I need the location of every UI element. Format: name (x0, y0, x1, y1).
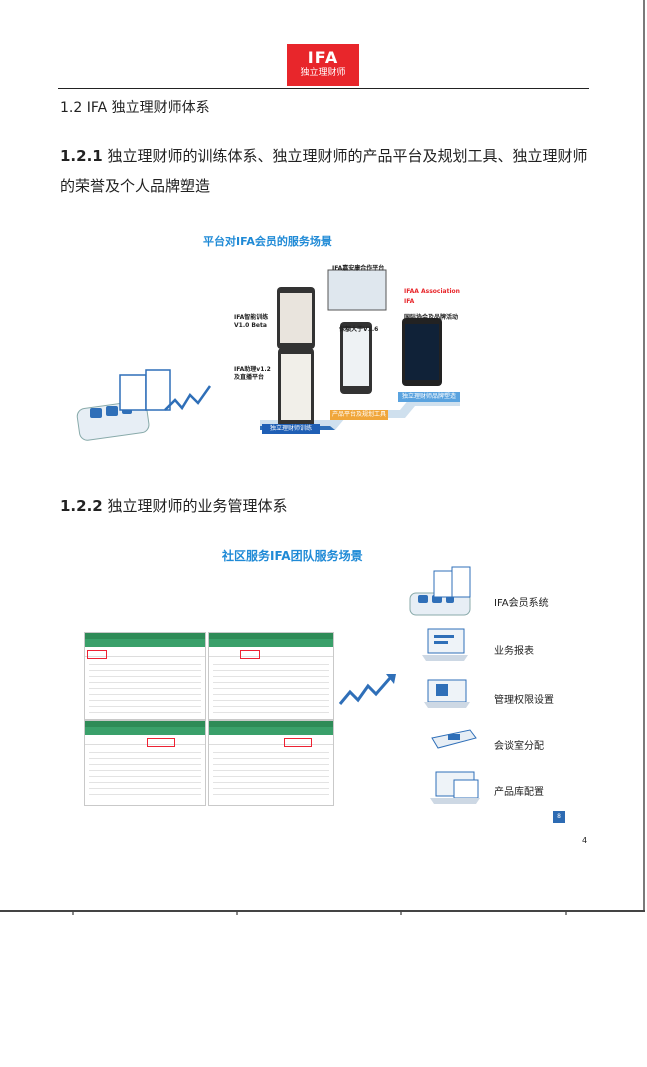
label-association-sub: IFA (404, 298, 415, 305)
label-live-platform: IFA助理v1.2 及直播平台 (234, 366, 271, 381)
page-number: 4 (582, 836, 588, 845)
member-system-icon (409, 566, 471, 616)
highlight-box (147, 738, 175, 747)
report-icon (422, 628, 468, 661)
edge-tick (72, 912, 74, 915)
ifa-logo: IFA 独立理财师 (287, 44, 359, 86)
highlight-box (284, 738, 312, 747)
tag-product: 产品平台及规划工具 (330, 410, 388, 420)
slide-badge: 8 (553, 811, 565, 823)
label-association-event: 国际协会及品牌活动 (404, 314, 459, 321)
heading-1-2-1: 1.2.1 独立理财师的训练体系、独立理财师的产品平台及规划工具、独立理财师的荣… (60, 147, 588, 195)
spreadsheet-screenshot-3 (84, 720, 206, 806)
edge-tick (236, 912, 238, 915)
zigzag-arrow-icon (338, 674, 396, 705)
tag-brand: 独立理财师品牌塑造 (398, 392, 460, 402)
edge-tick (565, 912, 567, 915)
spreadsheet-screenshot-1 (84, 632, 206, 720)
figure1-graphic (76, 269, 460, 441)
page-bottom-edge (0, 910, 645, 912)
tag-training: 独立理财师训练 (262, 424, 320, 434)
menu-label-product-library: 产品库配置 (494, 787, 544, 798)
highlight-box (87, 650, 107, 659)
label-insurance-tool: 保额大于V1.6 (339, 326, 379, 333)
meeting-room-icon (431, 729, 477, 749)
menu-label-permission: 管理权限设置 (494, 695, 554, 706)
header-rule (58, 88, 589, 89)
permission-icon (424, 679, 470, 708)
label-training-app: IFA智能训练 V1.0 Beta (234, 314, 269, 329)
highlight-box (240, 650, 260, 659)
menu-label-member-system: IFA会员系统 (494, 598, 549, 609)
menu-label-meeting-room: 会谈室分配 (494, 741, 544, 752)
figure2-title: 社区服务IFA团队服务场景 (222, 549, 363, 563)
spreadsheet-screenshot-4 (208, 720, 334, 806)
spreadsheet-screenshot-2 (208, 632, 334, 720)
label-insurance-platform: IFA嘉安康合作平台 (332, 265, 385, 272)
section-title: 1.2 IFA 独立理财师体系 (60, 100, 210, 116)
menu-label-report: 业务报表 (494, 646, 534, 657)
figure1-title: 平台对IFA会员的服务场景 (203, 235, 332, 248)
page-border (643, 0, 645, 912)
heading-1-2-2: 1.2.2 独立理财师的业务管理体系 (60, 497, 288, 515)
label-association-title: IFAA Association (404, 288, 460, 295)
product-library-icon (430, 771, 480, 804)
edge-tick (400, 912, 402, 915)
